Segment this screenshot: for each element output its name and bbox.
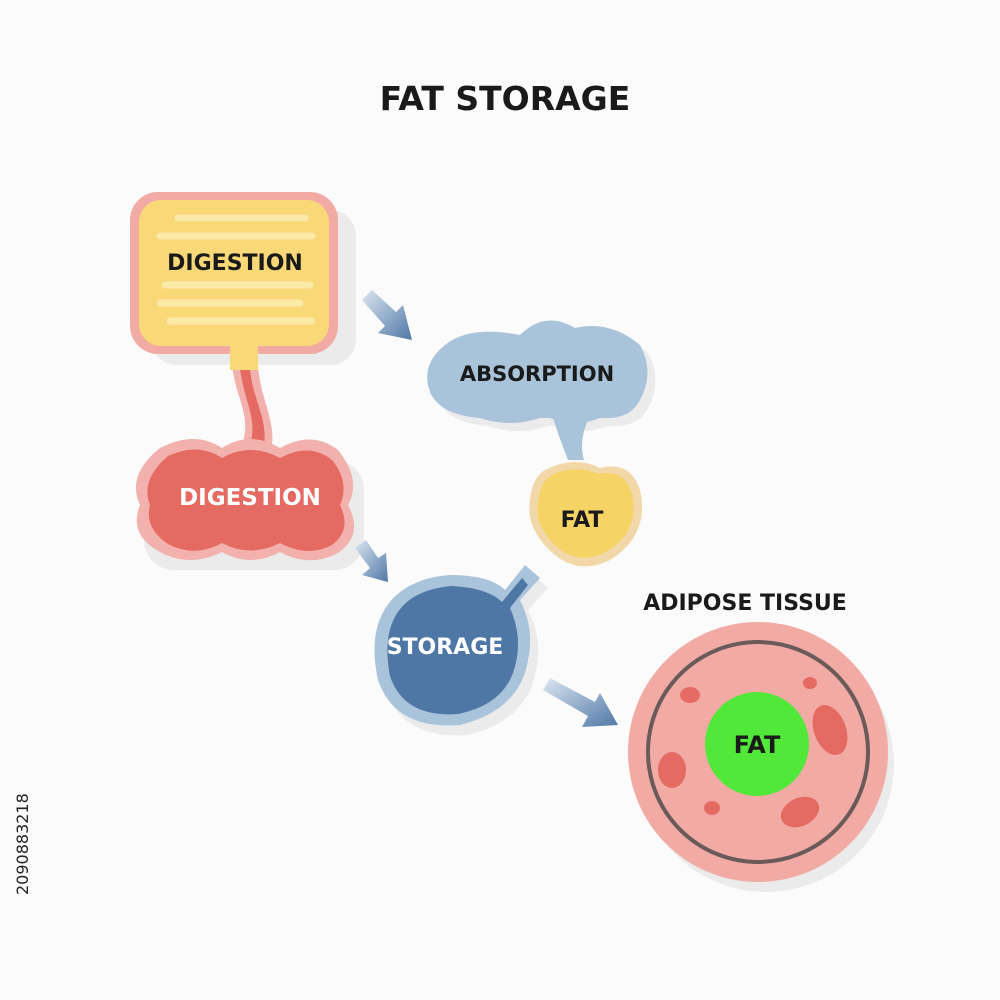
- digestion-bottom-label: DIGESTION: [179, 485, 321, 511]
- absorption-node: ABSORPTION: [427, 320, 656, 460]
- digestion-top-label: DIGESTION: [167, 251, 303, 276]
- digestion-connector: [232, 365, 273, 445]
- adipose-tissue-node: ADIPOSE TISSUE FAT: [628, 591, 894, 892]
- diagram-title: FAT STORAGE: [380, 79, 631, 118]
- storage-node: STORAGE: [374, 565, 548, 736]
- adipose-title: ADIPOSE TISSUE: [643, 591, 847, 616]
- stock-id-text: 2090883218: [13, 793, 32, 895]
- fat-droplet-node: FAT: [529, 461, 642, 567]
- digestion-top-node: DIGESTION: [130, 192, 356, 370]
- arrow-storage-to-adipose: [543, 678, 618, 727]
- adipose-core-label: FAT: [734, 731, 781, 759]
- digestion-bottom-node: DIGESTION: [135, 439, 364, 570]
- arrow-digestion-to-absorption: [362, 290, 412, 340]
- adipose-blobs: [658, 677, 848, 828]
- storage-label: STORAGE: [387, 635, 504, 660]
- arrow-digestion-to-storage: [355, 540, 388, 582]
- absorption-label: ABSORPTION: [460, 362, 614, 386]
- fat-droplet-label: FAT: [561, 508, 604, 533]
- digestion-top-stripes: [156, 214, 316, 325]
